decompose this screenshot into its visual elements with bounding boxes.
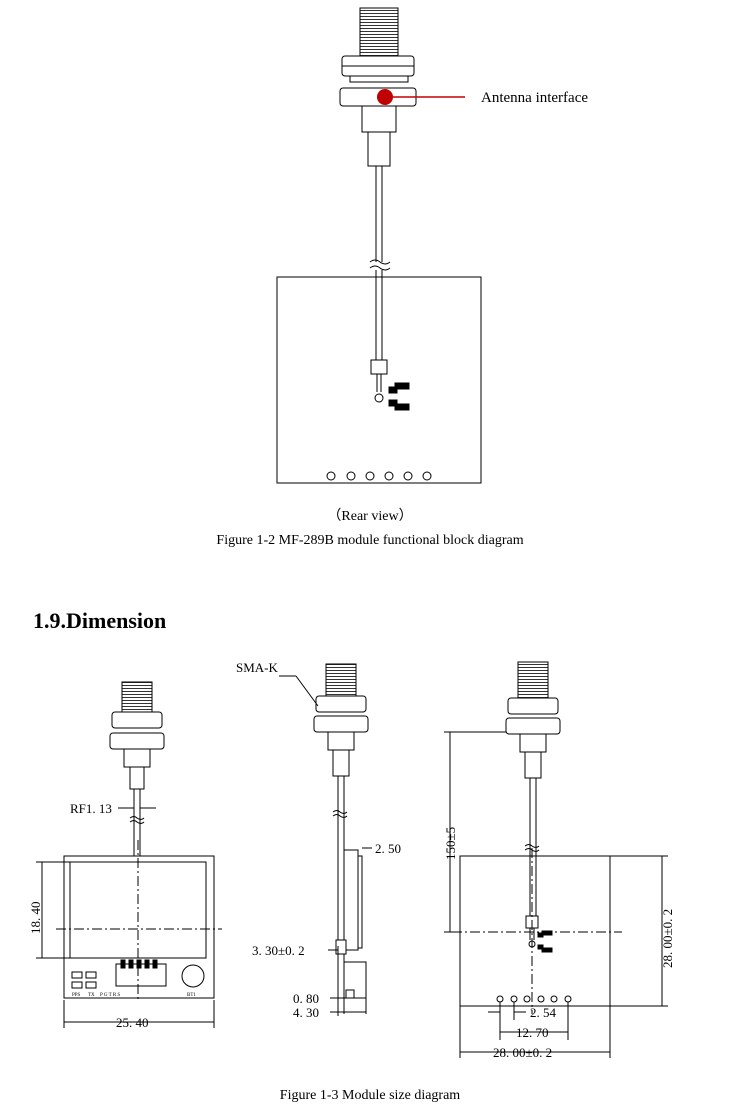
pcb-bt: BT1 xyxy=(187,993,196,998)
side-view-drawing xyxy=(279,663,372,1016)
dim-height: 18. 40 xyxy=(28,902,43,935)
figure-1-3-caption: Figure 1-3 Module size diagram xyxy=(279,1088,461,1103)
antenna-interface-label: Antenna interface xyxy=(481,90,588,106)
dim-total-t: 4. 30 xyxy=(293,1005,319,1020)
pcb-tx: TX xyxy=(88,993,95,998)
dim-board-w: 28. 00±0. 2 xyxy=(493,1045,552,1060)
section-heading: 1.9.Dimension xyxy=(33,608,167,633)
sma-label: SMA-K xyxy=(236,660,279,675)
rear-view-label: （Rear view） xyxy=(327,509,413,524)
figure-1-2-caption: Figure 1-2 MF-289B module functional blo… xyxy=(216,533,524,548)
dim-cable: 150±5 xyxy=(443,827,458,860)
dim-pin-span: 12. 70 xyxy=(516,1025,549,1040)
dim-thickness: 2. 50 xyxy=(375,841,401,856)
front-view-drawing xyxy=(36,681,222,1028)
pcb-pins: P G T R S xyxy=(100,993,120,998)
dim-pitch: 2. 54 xyxy=(530,1005,557,1020)
board-dimension-drawing xyxy=(444,661,668,1058)
dim-board-h: 28. 00±0. 2 xyxy=(660,909,675,968)
rear-view-drawing xyxy=(276,7,482,484)
dim-width-left: 25. 40 xyxy=(116,1015,149,1030)
dim-depth: 3. 30±0. 2 xyxy=(252,943,305,958)
dim-rf: RF1. 13 xyxy=(70,801,112,816)
pcb-pps: PPS xyxy=(72,993,81,998)
antenna-interface-marker xyxy=(377,89,393,105)
dim-pin-h: 0. 80 xyxy=(293,991,319,1006)
